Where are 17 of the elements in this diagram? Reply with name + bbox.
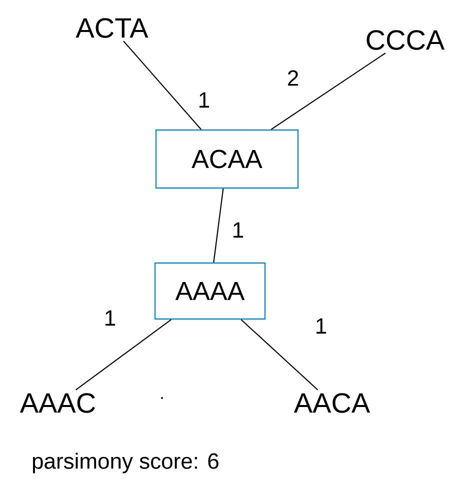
branch-line [240, 319, 318, 390]
sequence-label: CCCA [366, 30, 445, 50]
edge-label: 1 [230, 221, 246, 239]
sequence-box: ACAA [155, 129, 299, 189]
edge-label: 1 [314, 317, 328, 335]
branch-line [213, 188, 224, 262]
branch-line [75, 319, 172, 390]
score-text: parsimony score: 6 [32, 452, 218, 474]
branch-line [270, 52, 386, 130]
sequence-box: AAAA [154, 262, 266, 320]
sequence-label: AACA [294, 393, 370, 413]
sequence-label: AAAC [20, 393, 96, 413]
edge-label: 2 [286, 69, 300, 87]
edge-label: 1 [102, 309, 118, 327]
branch-line [123, 40, 202, 130]
sequence-label: ACTA [76, 18, 148, 38]
edge-label: 1 [196, 91, 212, 109]
